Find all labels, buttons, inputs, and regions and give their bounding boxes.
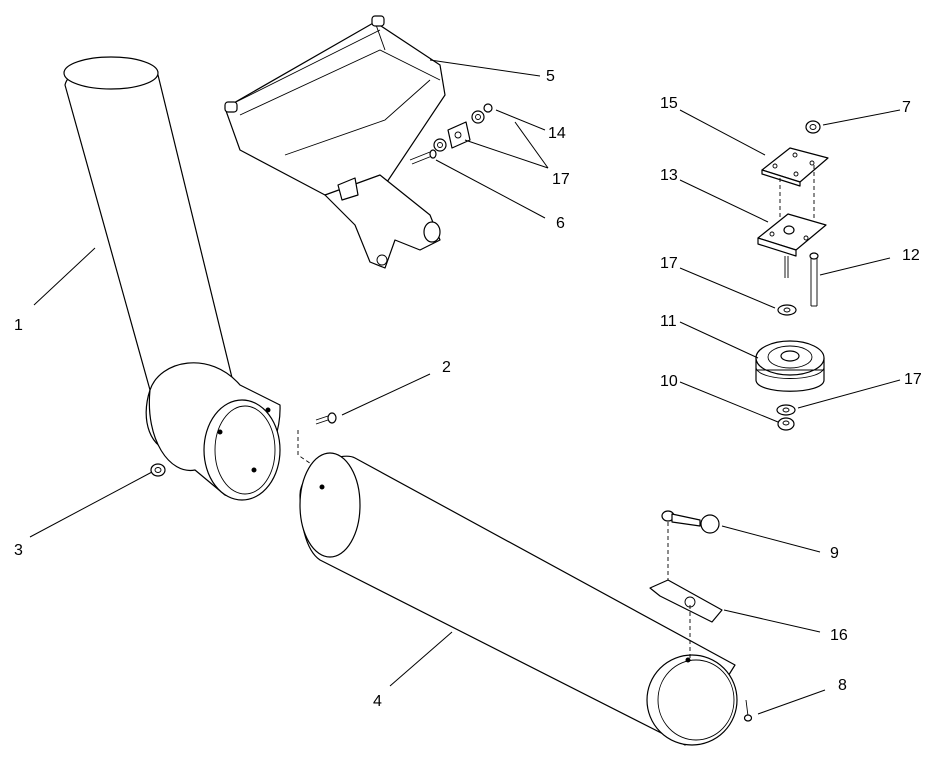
callout-10: 10 xyxy=(660,373,678,390)
callout-15: 15 xyxy=(660,95,678,112)
callout-6: 6 xyxy=(556,215,565,232)
callout-11: 11 xyxy=(660,313,677,330)
callout-12: 12 xyxy=(902,247,920,264)
part-1-upper-chute xyxy=(63,56,281,501)
callout-9: 9 xyxy=(830,545,839,562)
part-5-hopper xyxy=(224,15,471,269)
callout-5: 5 xyxy=(546,68,555,85)
callout-13: 13 xyxy=(660,167,678,184)
part-4-lower-chute xyxy=(299,452,738,746)
part-15-plate xyxy=(761,147,829,187)
part-3-nut xyxy=(150,463,166,477)
part-17-washer-top xyxy=(777,304,797,316)
part-13-plate xyxy=(757,165,827,278)
callout-17-hopper: 17 xyxy=(552,171,570,188)
callout-17-upper-washer: 17 xyxy=(660,255,678,272)
part-6-bolt xyxy=(409,149,437,165)
part-16-bracket xyxy=(649,579,723,658)
hopper-hardware xyxy=(433,103,493,152)
callout-16: 16 xyxy=(830,627,848,644)
callout-8: 8 xyxy=(838,677,847,694)
callout-3: 3 xyxy=(14,542,23,559)
callouts: 1 2 3 4 5 6 7 8 9 10 11 12 13 14 15 16 1… xyxy=(14,68,922,710)
part-8-screw xyxy=(743,699,753,722)
part-12-bolt xyxy=(809,252,819,307)
callout-1: 1 xyxy=(14,317,23,334)
callout-17-lower-washer: 17 xyxy=(904,371,922,388)
part-9-rod xyxy=(661,510,720,600)
part-7-nut xyxy=(805,120,821,134)
part-11-pulley xyxy=(755,340,825,392)
part-17-washer-bottom xyxy=(776,404,796,416)
callout-14: 14 xyxy=(548,125,566,142)
leader-lines xyxy=(29,59,901,715)
part-10-nut xyxy=(777,417,795,431)
callout-7: 7 xyxy=(902,99,911,116)
callout-2: 2 xyxy=(442,359,451,376)
callout-4: 4 xyxy=(373,693,382,710)
part-2-bolt xyxy=(297,412,337,490)
